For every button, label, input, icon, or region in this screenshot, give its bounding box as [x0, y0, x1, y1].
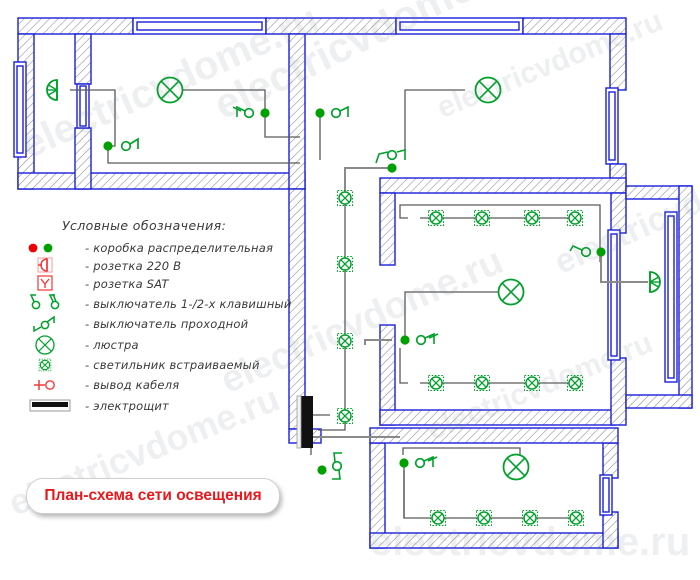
recessed-light-living-top-4[interactable]: [566, 209, 584, 227]
chandelier-living-room[interactable]: [497, 278, 525, 306]
page-title: План-схема сети освещения: [44, 487, 262, 504]
legend-icon-electrical-panel-icon: [29, 399, 71, 412]
recessed-light-living-top-1[interactable]: [427, 209, 445, 227]
switch-living-right[interactable]: [569, 244, 606, 258]
legend-icon-junction-box-icon: [28, 243, 53, 253]
recessed-light-corridor-3[interactable]: [336, 332, 354, 350]
recessed-light-corridor-1[interactable]: [336, 189, 354, 207]
recessed-light-corridor-2[interactable]: [336, 255, 354, 273]
legend-icon-socket-sat-icon: [37, 275, 53, 291]
recessed-light-living-bottom-2[interactable]: [473, 374, 491, 392]
switch-hallway-2key[interactable]: [232, 105, 270, 119]
legend-icon-switch-passthrough-icon: [33, 315, 55, 333]
recessed-light-living-top-2[interactable]: [473, 209, 491, 227]
recessed-light-bedroom-1[interactable]: [429, 509, 447, 527]
legend-label-3: - выключатель 1-/2-х клавишный: [85, 297, 292, 311]
switch-living-left[interactable]: [400, 332, 439, 346]
switch-center-2key[interactable]: [375, 148, 406, 173]
recessed-light-living-bottom-1[interactable]: [427, 374, 445, 392]
switch-bedroom-2key[interactable]: [399, 455, 438, 469]
recessed-light-living-bottom-4[interactable]: [566, 374, 584, 392]
recessed-light-bedroom-4[interactable]: [567, 509, 585, 527]
switch-hallway-right[interactable]: [315, 105, 349, 119]
legend-icon-switch-1-2-key-icon: [29, 293, 60, 310]
recessed-light-bedroom-2[interactable]: [475, 509, 493, 527]
legend-label-6: - светильник встраиваемый: [85, 358, 260, 372]
wall-light-balcony[interactable]: [649, 271, 661, 293]
legend-heading: Условные обозначения:: [62, 218, 226, 233]
switch-panel-passthrough[interactable]: [317, 452, 343, 480]
legend-label-1: - розетка 220 В: [85, 259, 181, 273]
recessed-light-living-top-3[interactable]: [523, 209, 541, 227]
legend-label-5: - люстра: [85, 338, 139, 352]
legend-label-8: - электрощит: [85, 399, 169, 413]
legend-icon-recessed-light-icon: [38, 358, 52, 372]
legend-label-0: - коробка распределительная: [85, 241, 273, 255]
plan-title-plate: План-схема сети освещения: [26, 478, 280, 514]
recessed-light-corridor-4[interactable]: [336, 407, 354, 425]
chandelier-bedroom[interactable]: [502, 453, 530, 481]
chandelier-hallway[interactable]: [156, 76, 184, 104]
electrical-panel[interactable]: [296, 395, 313, 449]
legend-label-4: - выключатель проходной: [85, 317, 249, 331]
chandelier-top-right[interactable]: [474, 76, 502, 104]
wall-light-bathroom[interactable]: [46, 79, 58, 101]
legend-label-2: - розетка SAT: [85, 277, 169, 291]
recessed-light-bedroom-3[interactable]: [521, 509, 539, 527]
switch-bathroom[interactable]: [103, 137, 139, 152]
legend-label-7: - вывод кабеля: [85, 378, 179, 392]
recessed-light-living-bottom-3[interactable]: [523, 374, 541, 392]
legend-icon-chandelier-icon: [35, 335, 55, 355]
legend-icon-socket-220v-icon: [37, 257, 53, 273]
legend-icon-cable-outlet-icon: [34, 380, 55, 390]
wall-structure: [13, 17, 693, 549]
legend: Условные обозначения: - коробка распреде…: [28, 218, 292, 413]
